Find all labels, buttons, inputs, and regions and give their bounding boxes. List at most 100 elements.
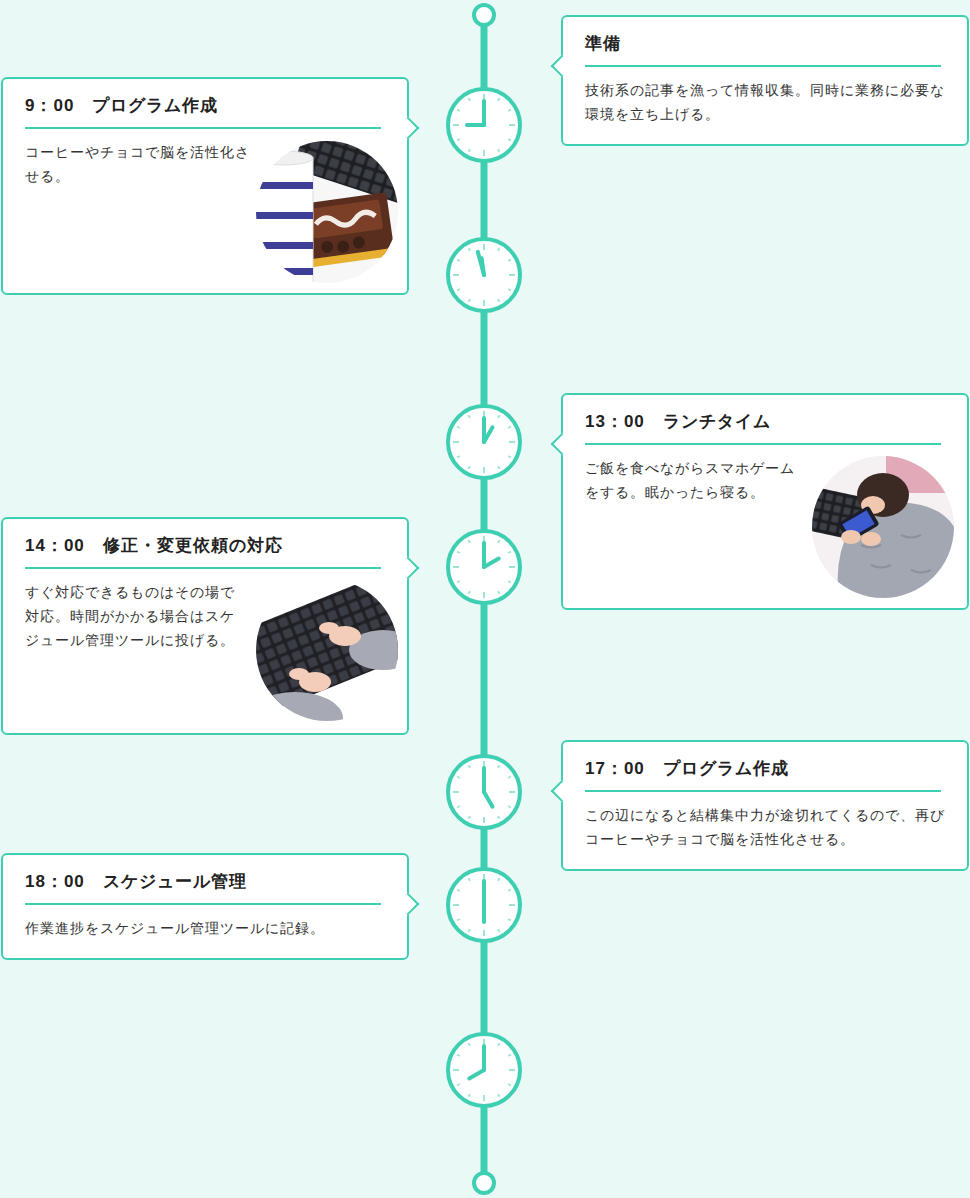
clock-tick (508, 139, 511, 141)
pointer-notch (397, 117, 420, 140)
pointer-notch (551, 780, 574, 803)
card-heading: 17：00 プログラム作成 (585, 742, 941, 792)
clock-tick (498, 765, 500, 768)
pointer-notch (397, 557, 420, 580)
clock-tick (498, 591, 500, 594)
clock-tick (453, 124, 459, 126)
clock-tick (457, 552, 460, 554)
clock-tick (498, 149, 500, 152)
clock-tick (509, 124, 515, 126)
clock-tick (457, 139, 460, 141)
timeline-end (474, 1173, 494, 1193)
clock-tick (483, 817, 485, 823)
clock-tick (508, 806, 511, 808)
timeline-card: 18：00 スケジュール管理作業進捗をスケジュール管理ツールに記録。 (1, 853, 409, 960)
clock-tick (483, 1095, 485, 1101)
clock-tick (483, 592, 485, 598)
clock-icon (448, 239, 520, 311)
clock-tick (483, 300, 485, 306)
clock-tick (469, 816, 471, 819)
timeline-end (474, 5, 494, 25)
card-body: 作業進捗をスケジュール管理ツールに記録。 (25, 916, 391, 940)
clock-tick (469, 98, 471, 101)
clock-face (448, 531, 520, 603)
clock-tick (457, 1084, 460, 1086)
clock-tick (508, 919, 511, 921)
card-body: ご飯を食べながらスマホゲームをする。眠かったら寝る。 (585, 456, 807, 504)
clock-tick (509, 904, 515, 906)
clock-tick (508, 110, 511, 112)
pointer-notch (551, 433, 574, 456)
minute-hand (482, 543, 486, 567)
clock-tick (509, 791, 515, 793)
clock-tick (498, 98, 500, 101)
clock-tick (453, 441, 459, 443)
clock-tick (498, 299, 500, 302)
clock-tick (453, 566, 459, 568)
timeline-card: 17：00 プログラム作成この辺になると結構集中力が途切れてくるので、再びコーヒ… (561, 740, 969, 871)
clock-tick (469, 878, 471, 881)
clock-tick (498, 415, 500, 418)
timeline-card: 9：00 プログラム作成コーヒーやチョコで脳を活性化させる。 (1, 77, 409, 295)
clock-tick (498, 1094, 500, 1097)
clock-tick (453, 791, 459, 793)
clock-tick (469, 1094, 471, 1097)
clock-tick (457, 456, 460, 458)
clock-tick (508, 890, 511, 892)
photo-coffee-chocolate (255, 140, 399, 284)
clock-icon (448, 869, 520, 941)
card-heading: 9：00 プログラム作成 (25, 79, 381, 129)
minute-hand (482, 101, 486, 125)
clock-tick (453, 1069, 459, 1071)
clock-tick (457, 289, 460, 291)
clock-tick (457, 890, 460, 892)
clock-tick (498, 929, 500, 932)
clock-tick (457, 260, 460, 262)
clock-tick (469, 540, 471, 543)
clock-tick (469, 415, 471, 418)
clock-tick (453, 274, 459, 276)
timeline-card: 14：00 修正・変更依頼の対応すぐ対応できるものはその場で対応。時間がかかる場… (1, 517, 409, 735)
clock-icon (448, 89, 520, 161)
clock-tick (469, 929, 471, 932)
clock-tick (469, 149, 471, 152)
clock-tick (508, 581, 511, 583)
clock-tick (469, 299, 471, 302)
hour-hand (482, 905, 486, 922)
hour-hand (484, 792, 493, 807)
clock-face (448, 89, 520, 161)
photo-lunch-smartphone (811, 455, 955, 599)
clock-face (448, 756, 520, 828)
hour-hand (467, 123, 484, 127)
clock-tick (508, 1055, 511, 1057)
clock-tick (498, 1043, 500, 1046)
clock-tick (483, 467, 485, 473)
clock-tick (457, 1055, 460, 1057)
clock-tick (457, 110, 460, 112)
clock-tick (498, 466, 500, 469)
pointer-notch (551, 55, 574, 78)
clock-tick (509, 1069, 515, 1071)
clock-tick (508, 289, 511, 291)
clock-tick (508, 456, 511, 458)
clock-tick (498, 540, 500, 543)
clock-tick (508, 777, 511, 779)
card-heading: 準備 (585, 17, 941, 67)
clock-tick (498, 816, 500, 819)
clock-tick (469, 591, 471, 594)
clock-tick (508, 427, 511, 429)
clock-face (448, 869, 520, 941)
minute-hand (482, 768, 486, 792)
clock-icon (448, 756, 520, 828)
hour-hand (482, 258, 484, 275)
clock-tick (483, 150, 485, 156)
clock-tick (508, 260, 511, 262)
clock-tick (509, 566, 515, 568)
clock-tick (457, 777, 460, 779)
hour-hand (484, 559, 499, 568)
clock-face (448, 1034, 520, 1106)
card-body: コーヒーやチョコで脳を活性化させる。 (25, 140, 257, 188)
card-body: この辺になると結構集中力が途切れてくるので、再びコーヒーやチョコで脳を活性化させ… (585, 803, 951, 851)
photo-typing-hands (255, 578, 399, 722)
